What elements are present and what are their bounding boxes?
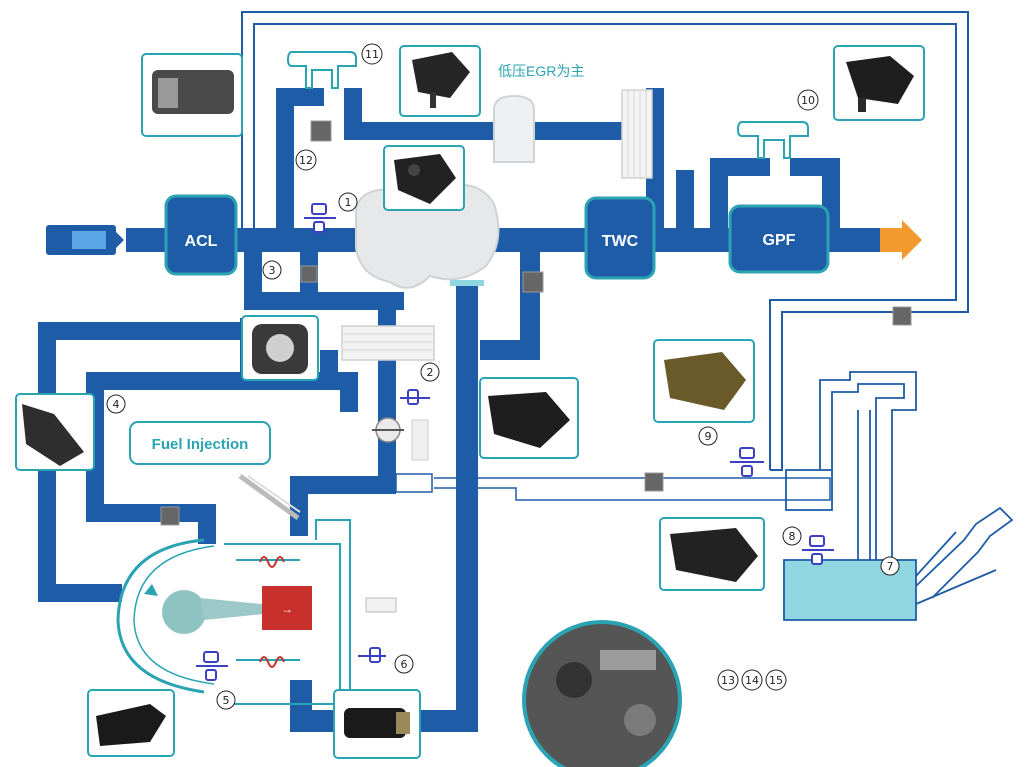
throttle-valve	[372, 417, 429, 461]
exhaust-out-arrow	[880, 220, 922, 260]
svg-text:11: 11	[365, 48, 379, 61]
throttle-body-photo	[252, 324, 308, 374]
marker-7: 7	[880, 556, 900, 576]
number-markers: 1 2 3 4 5 6 7 8 9 10 11 12 13 14 15	[106, 43, 900, 710]
engine-cylinder: →	[116, 519, 397, 705]
injector	[238, 473, 301, 521]
low-pressure-egr-caption: 低压EGR为主	[498, 63, 584, 79]
svg-text:1: 1	[345, 196, 352, 209]
marker-14: 14	[741, 669, 763, 691]
sensor-icon-6	[358, 647, 386, 663]
marker-10: 10	[797, 89, 819, 111]
fuel-sensor-photo	[670, 528, 758, 582]
egr-cooler	[493, 89, 653, 179]
main-pipes	[38, 88, 886, 732]
map-sensor-photo	[394, 154, 456, 204]
svg-text:13: 13	[721, 674, 735, 687]
marker-11: 11	[361, 43, 383, 65]
marker-1: 1	[338, 192, 358, 212]
pedal-sensor-photo	[22, 404, 84, 466]
gpf-box: GPF	[728, 204, 830, 274]
sensor-icon-1	[304, 203, 336, 233]
svg-text:12: 12	[299, 154, 313, 167]
sensor-icon-8	[802, 535, 834, 565]
svg-text:6: 6	[401, 658, 408, 671]
marker-3: 3	[262, 260, 282, 280]
svg-text:10: 10	[801, 94, 815, 107]
cam-sensor-photo	[96, 704, 166, 746]
svg-text:7: 7	[887, 560, 894, 573]
map-sensor-photo-2	[488, 392, 570, 448]
svg-text:8: 8	[789, 530, 796, 543]
sensor-icon-9	[730, 447, 764, 477]
oil-pressure-photo	[344, 708, 410, 738]
marker-4: 4	[106, 394, 126, 414]
svg-text:14: 14	[745, 674, 759, 687]
differential-pressure-sensors	[286, 51, 809, 159]
intercooler	[341, 325, 435, 361]
fuel-injection-callout: Fuel Injection	[129, 421, 271, 465]
marker-13: 13	[717, 669, 739, 691]
fuel-injection-label: Fuel Injection	[152, 436, 249, 453]
piston-arrow: →	[281, 602, 293, 616]
sensor-icon-5	[196, 651, 228, 681]
marker-15: 15	[765, 669, 787, 691]
marker-6: 6	[394, 654, 414, 674]
engine-bay-photo	[522, 620, 682, 767]
sensor-photos	[22, 52, 914, 746]
gpf-label: GPF	[763, 232, 796, 249]
svg-text:4: 4	[113, 398, 120, 411]
marker-2: 2	[420, 362, 440, 382]
marker-8: 8	[782, 526, 802, 546]
marker-9: 9	[698, 426, 718, 446]
acl-label: ACL	[185, 233, 218, 250]
svg-text:3: 3	[269, 264, 276, 277]
square-sensor-markers	[160, 120, 912, 526]
pressure-sensor-photo-11	[412, 52, 470, 108]
twc-label: TWC	[602, 233, 639, 250]
twc-box: TWC	[584, 196, 656, 280]
pressure-sensor-photo-10	[846, 56, 914, 112]
egr-small-tube	[395, 473, 831, 501]
marker-12: 12	[295, 149, 317, 171]
svg-text:2: 2	[427, 366, 434, 379]
marker-5: 5	[216, 690, 236, 710]
blue-sensor-icons	[196, 203, 834, 681]
sensor-icon-2	[400, 389, 430, 405]
svg-text:9: 9	[705, 430, 712, 443]
fuel-tank-system	[783, 371, 1014, 621]
svg-text:5: 5	[223, 694, 230, 707]
svg-text:15: 15	[769, 674, 783, 687]
thin-tube-loop	[241, 11, 969, 471]
egr-pressure-sensor-photo	[664, 352, 746, 410]
turbo-actuator-photo	[152, 70, 234, 114]
acl-box: ACL	[164, 194, 238, 276]
